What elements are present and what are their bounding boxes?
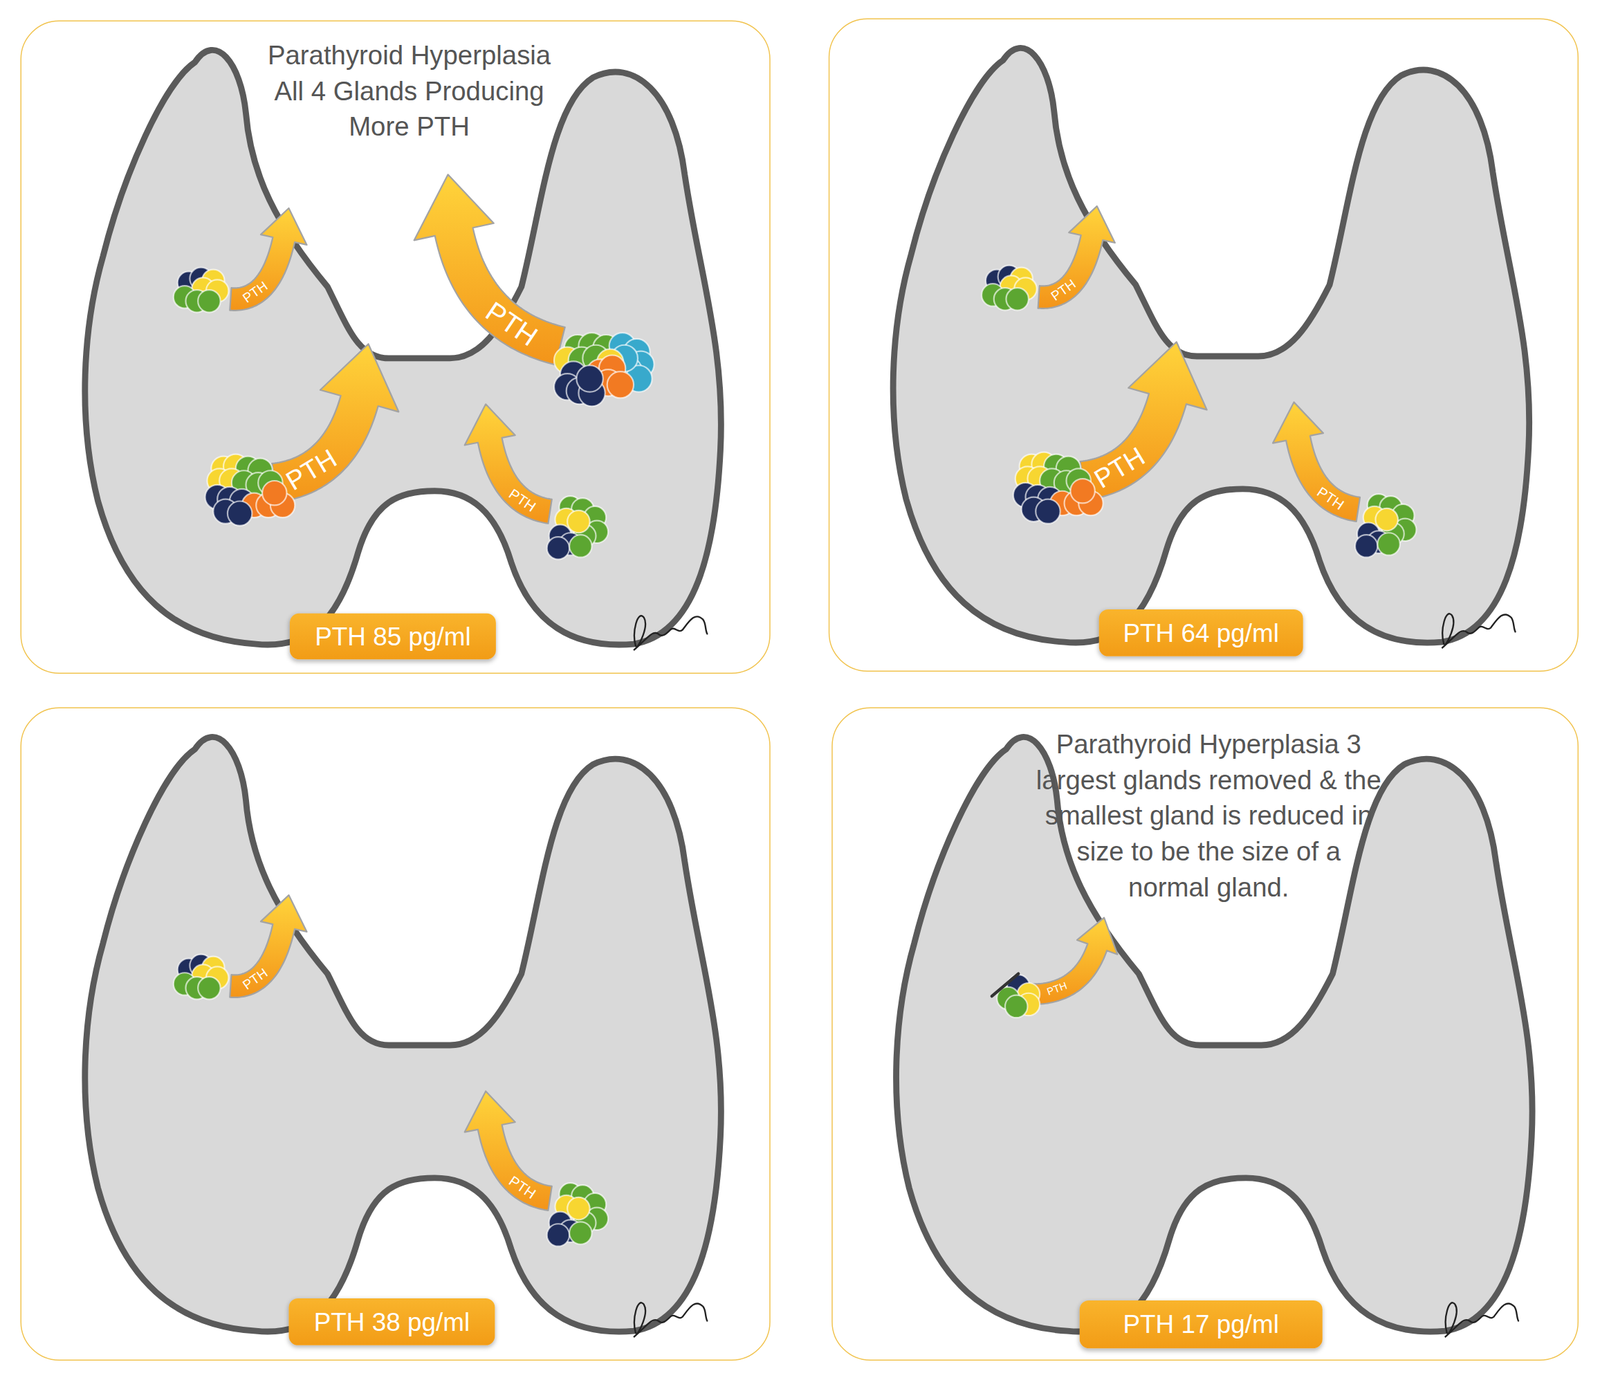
- gland-cell: [1355, 534, 1378, 557]
- parathyroid-gland: [991, 973, 1040, 1018]
- pth-arrow: [464, 403, 553, 523]
- pth-arrow: [271, 343, 399, 502]
- parathyroid-gland: [547, 1182, 609, 1246]
- gland-cell: [197, 976, 220, 999]
- pth-value: PTH 64 pg/ml: [1122, 617, 1279, 648]
- gland-cell: [1005, 287, 1028, 310]
- pth-value-badge: PTH 85 pg/ml: [289, 613, 496, 660]
- pth-value-badge: PTH 38 pg/ml: [288, 1298, 495, 1346]
- gland-cell: [1035, 499, 1060, 524]
- parathyroid-gland: [547, 495, 609, 559]
- parathyroid-gland: [1013, 452, 1104, 524]
- gland-cell: [262, 480, 287, 505]
- pth-value-badge: PTH 17 pg/ml: [1079, 1300, 1323, 1349]
- pth-arrow: [1079, 341, 1207, 500]
- panel-heading: Parathyroid Hyperplasia All 4 Glands Pro…: [261, 38, 558, 146]
- parathyroid-gland: [173, 267, 229, 313]
- gland-cell: [1377, 532, 1400, 555]
- pth-value: PTH 38 pg/ml: [314, 1306, 470, 1337]
- panel-frame: [828, 18, 1579, 672]
- gland-cell: [227, 501, 252, 526]
- signature: [1445, 1302, 1519, 1338]
- gland-cell: [1070, 478, 1095, 503]
- signature: [633, 615, 707, 651]
- panel-frame: [20, 707, 771, 1361]
- pth-arrow: [414, 174, 566, 365]
- parathyroid-gland: [1355, 493, 1417, 557]
- pth-arrow: [1272, 401, 1360, 521]
- pth-arrow: [464, 1090, 553, 1210]
- gland-cell: [569, 534, 592, 557]
- thyroid-illustration: [829, 19, 1579, 672]
- parathyroid-gland: [173, 954, 229, 1000]
- gland-cell: [197, 289, 220, 312]
- gland-cell: [547, 536, 570, 559]
- thyroid-outline: [85, 736, 722, 1332]
- gland-cell: [1375, 508, 1398, 531]
- gland-cell: [607, 371, 634, 398]
- signature: [1441, 613, 1515, 649]
- gland-cell: [567, 1197, 590, 1220]
- pth-arrow: [1038, 206, 1116, 309]
- pth-arrow: [1032, 917, 1118, 1005]
- parathyroid-gland: [205, 454, 296, 526]
- gland-cell: [547, 1223, 570, 1246]
- parathyroid-gland: [554, 332, 655, 407]
- pth-arrow: [229, 895, 307, 998]
- gland-cell: [576, 365, 603, 392]
- gland-cell: [1005, 995, 1028, 1018]
- panel-frame: Parathyroid Hyperplasia 3 largest glands…: [831, 707, 1579, 1361]
- cut-line: [991, 973, 1019, 997]
- pth-arrow: [229, 208, 307, 311]
- panel-frame: Parathyroid Hyperplasia All 4 Glands Pro…: [20, 20, 771, 674]
- gland-cell: [569, 1221, 592, 1244]
- pth-value: PTH 17 pg/ml: [1122, 1309, 1279, 1340]
- thyroid-outline: [893, 47, 1530, 643]
- panel-heading: Parathyroid Hyperplasia 3 largest glands…: [1032, 727, 1385, 906]
- gland-cell: [567, 510, 590, 533]
- parathyroid-gland: [981, 265, 1037, 311]
- thyroid-illustration: [21, 708, 771, 1361]
- signature: [633, 1302, 707, 1338]
- pth-value-badge: PTH 64 pg/ml: [1099, 609, 1304, 657]
- pth-value: PTH 85 pg/ml: [314, 621, 471, 652]
